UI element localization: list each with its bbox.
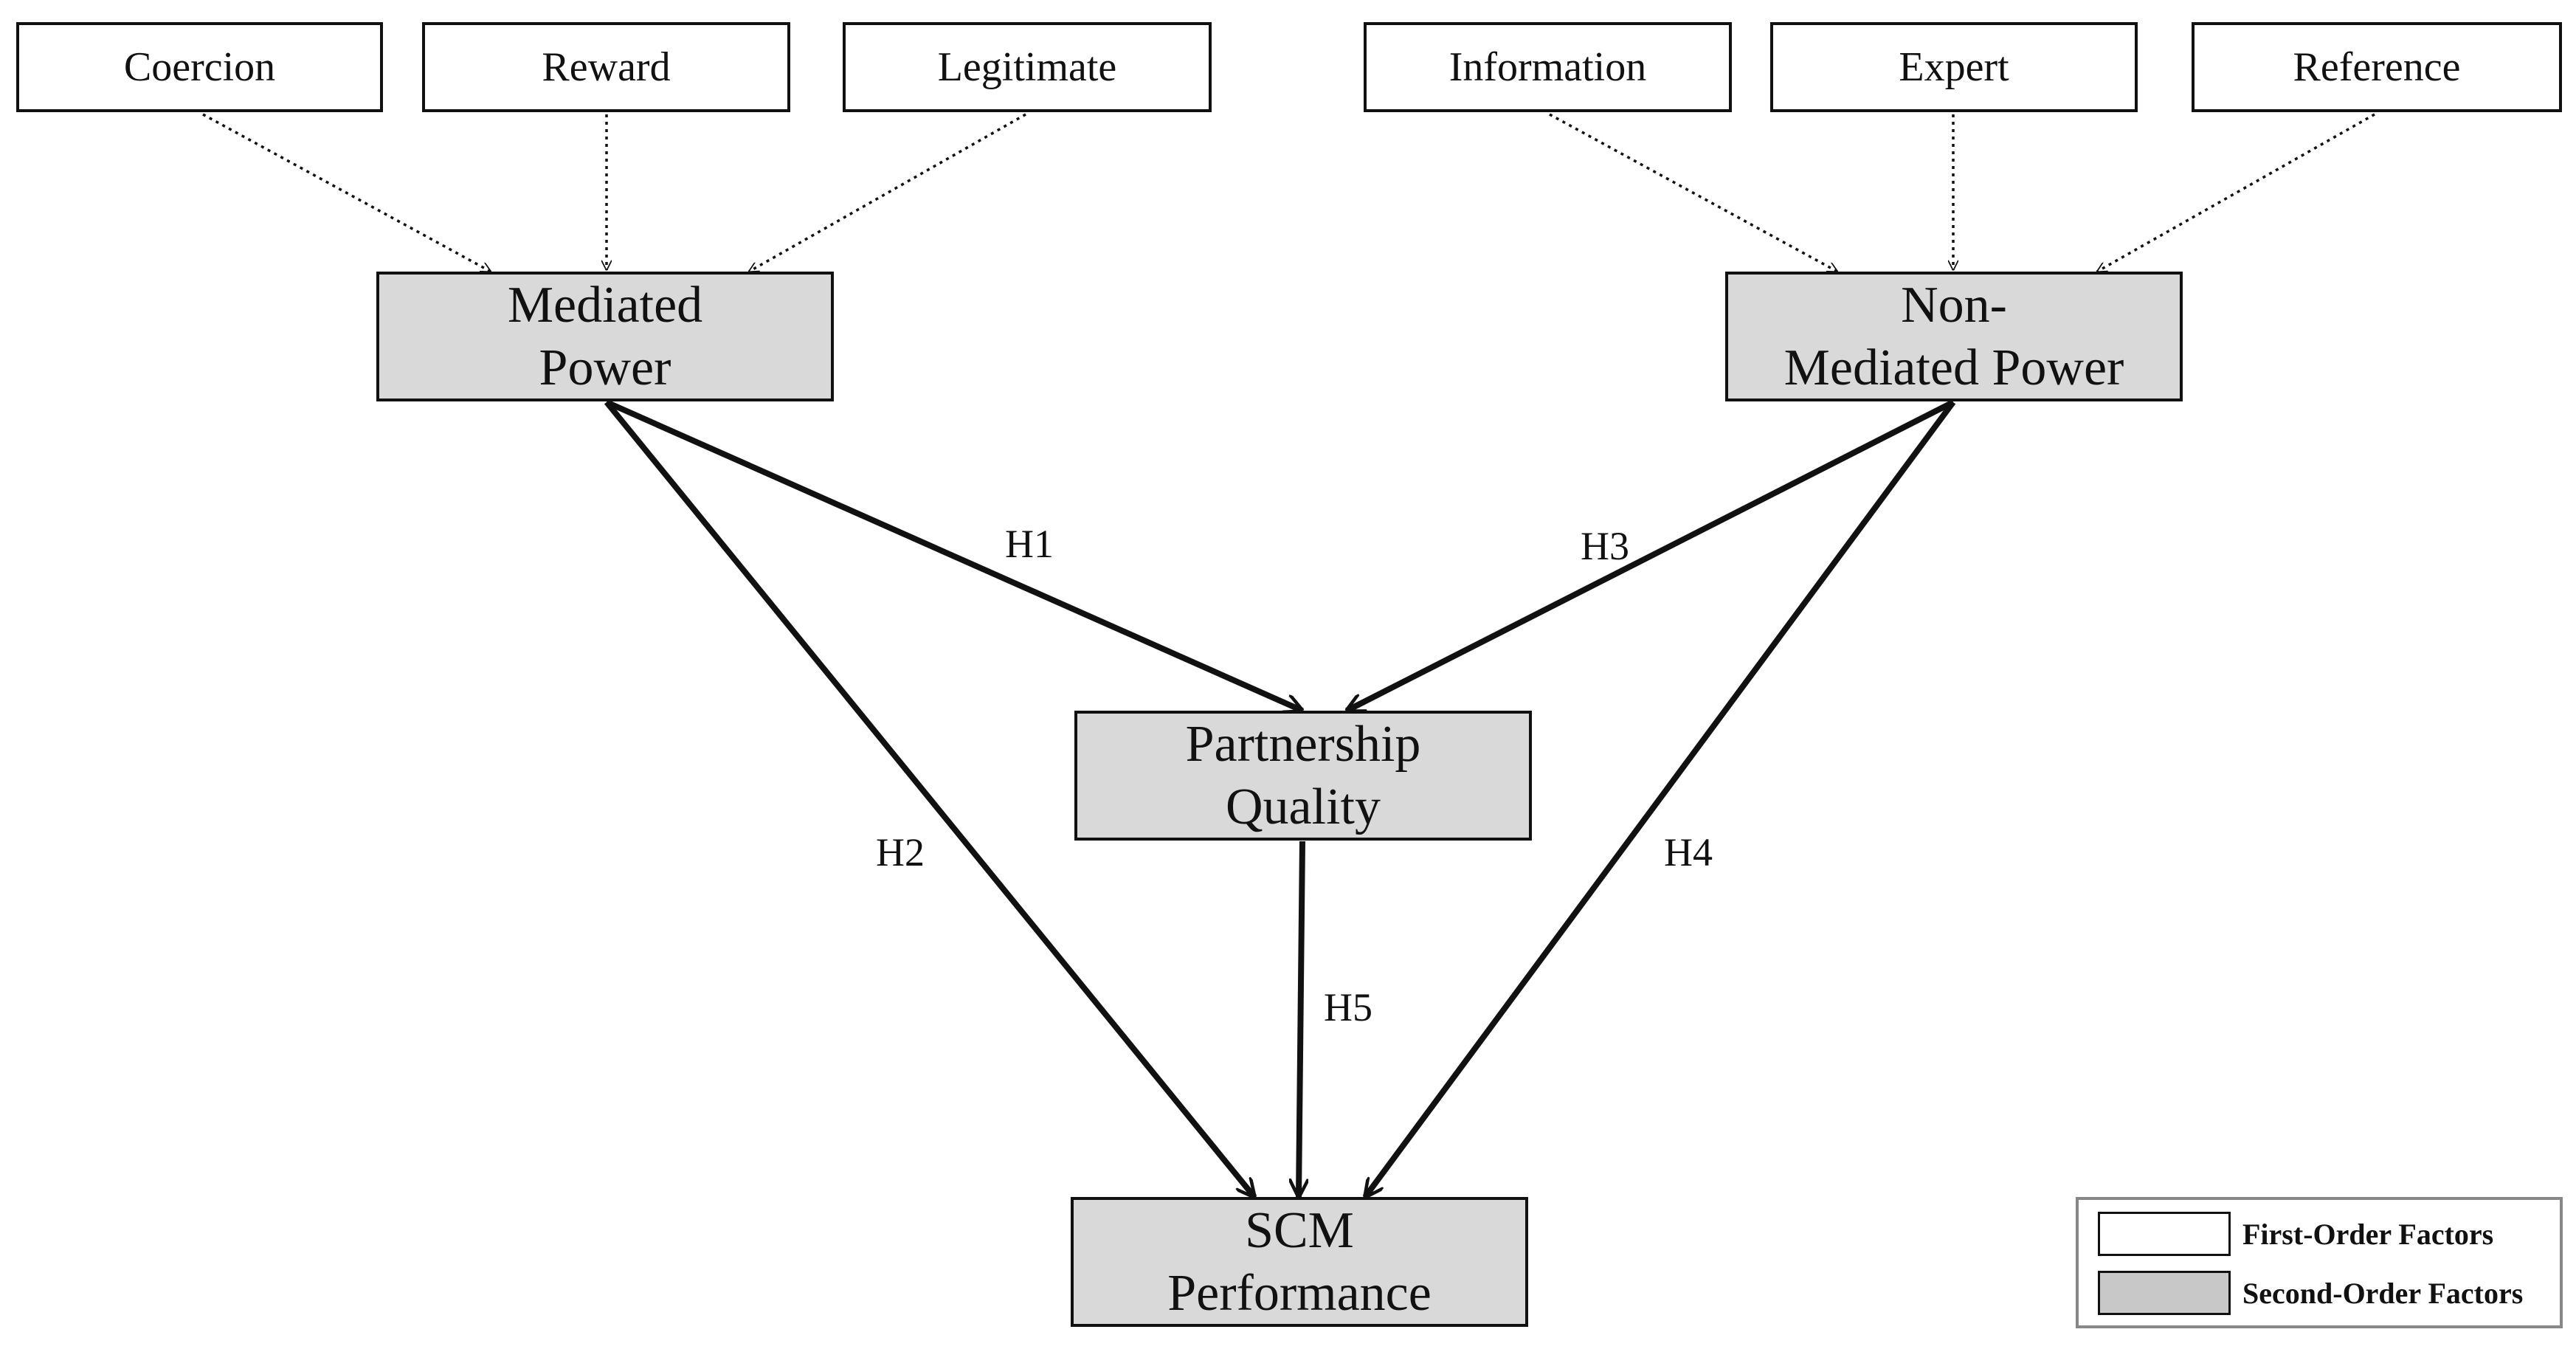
factor-information-label: Information [1448,44,1647,90]
arrow-legitimate-to-mediated [749,113,1026,273]
hypothesis-label-h2: H2 [876,830,925,874]
factor-non-mediated-power: Non- Mediated Power [1725,272,2183,401]
factor-information: Information [1364,22,1732,112]
hypothesis-label-h5: H5 [1324,985,1372,1029]
factor-expert-label: Expert [1899,44,2009,90]
legend: First-Order Factors Second-Order Factors [2076,1197,2563,1328]
factor-scm-performance: SCM Performance [1071,1197,1528,1327]
arrow-reference-to-non-mediated [2097,113,2375,273]
factor-non-mediated-power-label: Non- Mediated Power [1783,276,2124,396]
factor-coercion-label: Coercion [123,44,276,90]
legend-row-second-order: Second-Order Factors [2098,1271,2523,1315]
legend-swatch-second-order [2098,1271,2231,1315]
factor-legitimate-label: Legitimate [937,44,1117,90]
factor-reward: Reward [422,22,790,112]
arrow-h5 [1299,841,1302,1197]
arrow-h1 [605,399,1302,711]
arrow-coercion-to-mediated [202,113,491,273]
factor-partnership-quality: Partnership Quality [1074,711,1532,841]
arrow-information-to-non-mediated [1549,113,1837,273]
factor-partnership-quality-label: Partnership Quality [1185,715,1421,835]
hypothesis-label-h4: H4 [1664,830,1713,874]
arrow-h3 [1347,399,1955,714]
factor-scm-performance-label: SCM Performance [1167,1201,1432,1322]
legend-swatch-first-order [2098,1212,2231,1256]
factor-mediated-power: Mediated Power [376,272,834,401]
arrow-h2 [604,400,1254,1197]
factor-coercion: Coercion [16,22,383,112]
factor-reference: Reference [2192,22,2562,112]
legend-label-second-order: Second-Order Factors [2242,1276,2524,1310]
factor-mediated-power-label: Mediated Power [507,276,703,396]
hypothesis-label-h1: H1 [1005,522,1054,566]
factor-reference-label: Reference [2293,44,2461,90]
factor-expert: Expert [1770,22,2138,112]
arrow-h4 [1365,400,1956,1197]
hypothesis-label-h3: H3 [1581,524,1629,568]
factor-legitimate: Legitimate [843,22,1212,112]
legend-label-first-order: First-Order Factors [2242,1217,2494,1251]
factor-reward-label: Reward [542,44,671,90]
legend-row-first-order: First-Order Factors [2098,1212,2493,1256]
